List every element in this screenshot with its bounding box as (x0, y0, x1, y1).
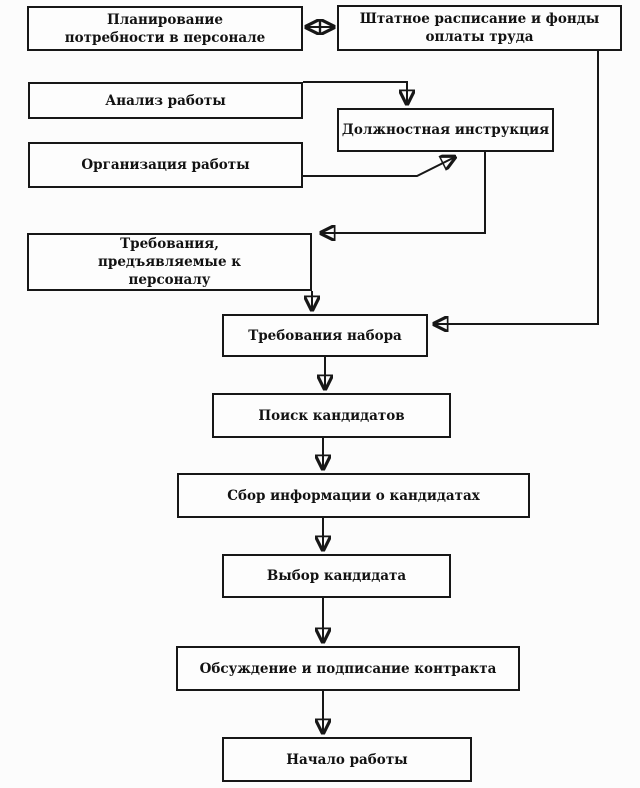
arrow-job-description-personnel-requirements (321, 152, 486, 233)
box-personnel-requirements: Требования, предъявляемые к персоналу (27, 233, 312, 291)
box-planning-label: Планирование потребности в персонале (64, 11, 266, 46)
box-contract-signing: Обсуждение и подписание контракта (176, 646, 520, 691)
box-candidate-search-label: Поиск кандидатов (258, 407, 405, 424)
box-candidate-search: Поиск кандидатов (212, 393, 451, 438)
box-candidate-info: Сбор информации о кандидатах (177, 473, 530, 518)
arrow-staffing-recruitment-requirements (434, 51, 599, 324)
box-contract-signing-label: Обсуждение и подписание контракта (199, 660, 497, 677)
box-work-organization-label: Организация работы (81, 157, 250, 173)
box-candidate-selection-label: Выбор кандидата (266, 568, 407, 584)
box-work-start: Начало работы (222, 737, 472, 782)
box-staffing-label: Штатное расписание и фонды оплаты труда (359, 11, 600, 45)
box-candidate-selection: Выбор кандидата (222, 554, 451, 598)
arrow-job-analysis-job-description (303, 81, 407, 104)
box-recruitment-requirements-label: Требования набора (248, 327, 402, 344)
box-recruitment-requirements: Требования набора (222, 314, 428, 357)
box-job-analysis: Анализ работы (28, 82, 303, 119)
box-work-start-label: Начало работы (286, 751, 408, 768)
box-work-organization: Организация работы (28, 142, 303, 188)
box-staffing: Штатное расписание и фонды оплаты труда (337, 5, 622, 51)
box-planning: Планирование потребности в персонале (27, 6, 303, 51)
box-candidate-info-label: Сбор информации о кандидатах (227, 487, 480, 504)
box-job-description-label: Должностная инструкция (341, 122, 550, 138)
box-job-description: Должностная инструкция (337, 108, 554, 152)
box-personnel-requirements-label: Требования, предъявляемые к персоналу (98, 236, 241, 288)
box-job-analysis-label: Анализ работы (105, 92, 226, 109)
arrow-work-organization-job-description (303, 157, 455, 177)
